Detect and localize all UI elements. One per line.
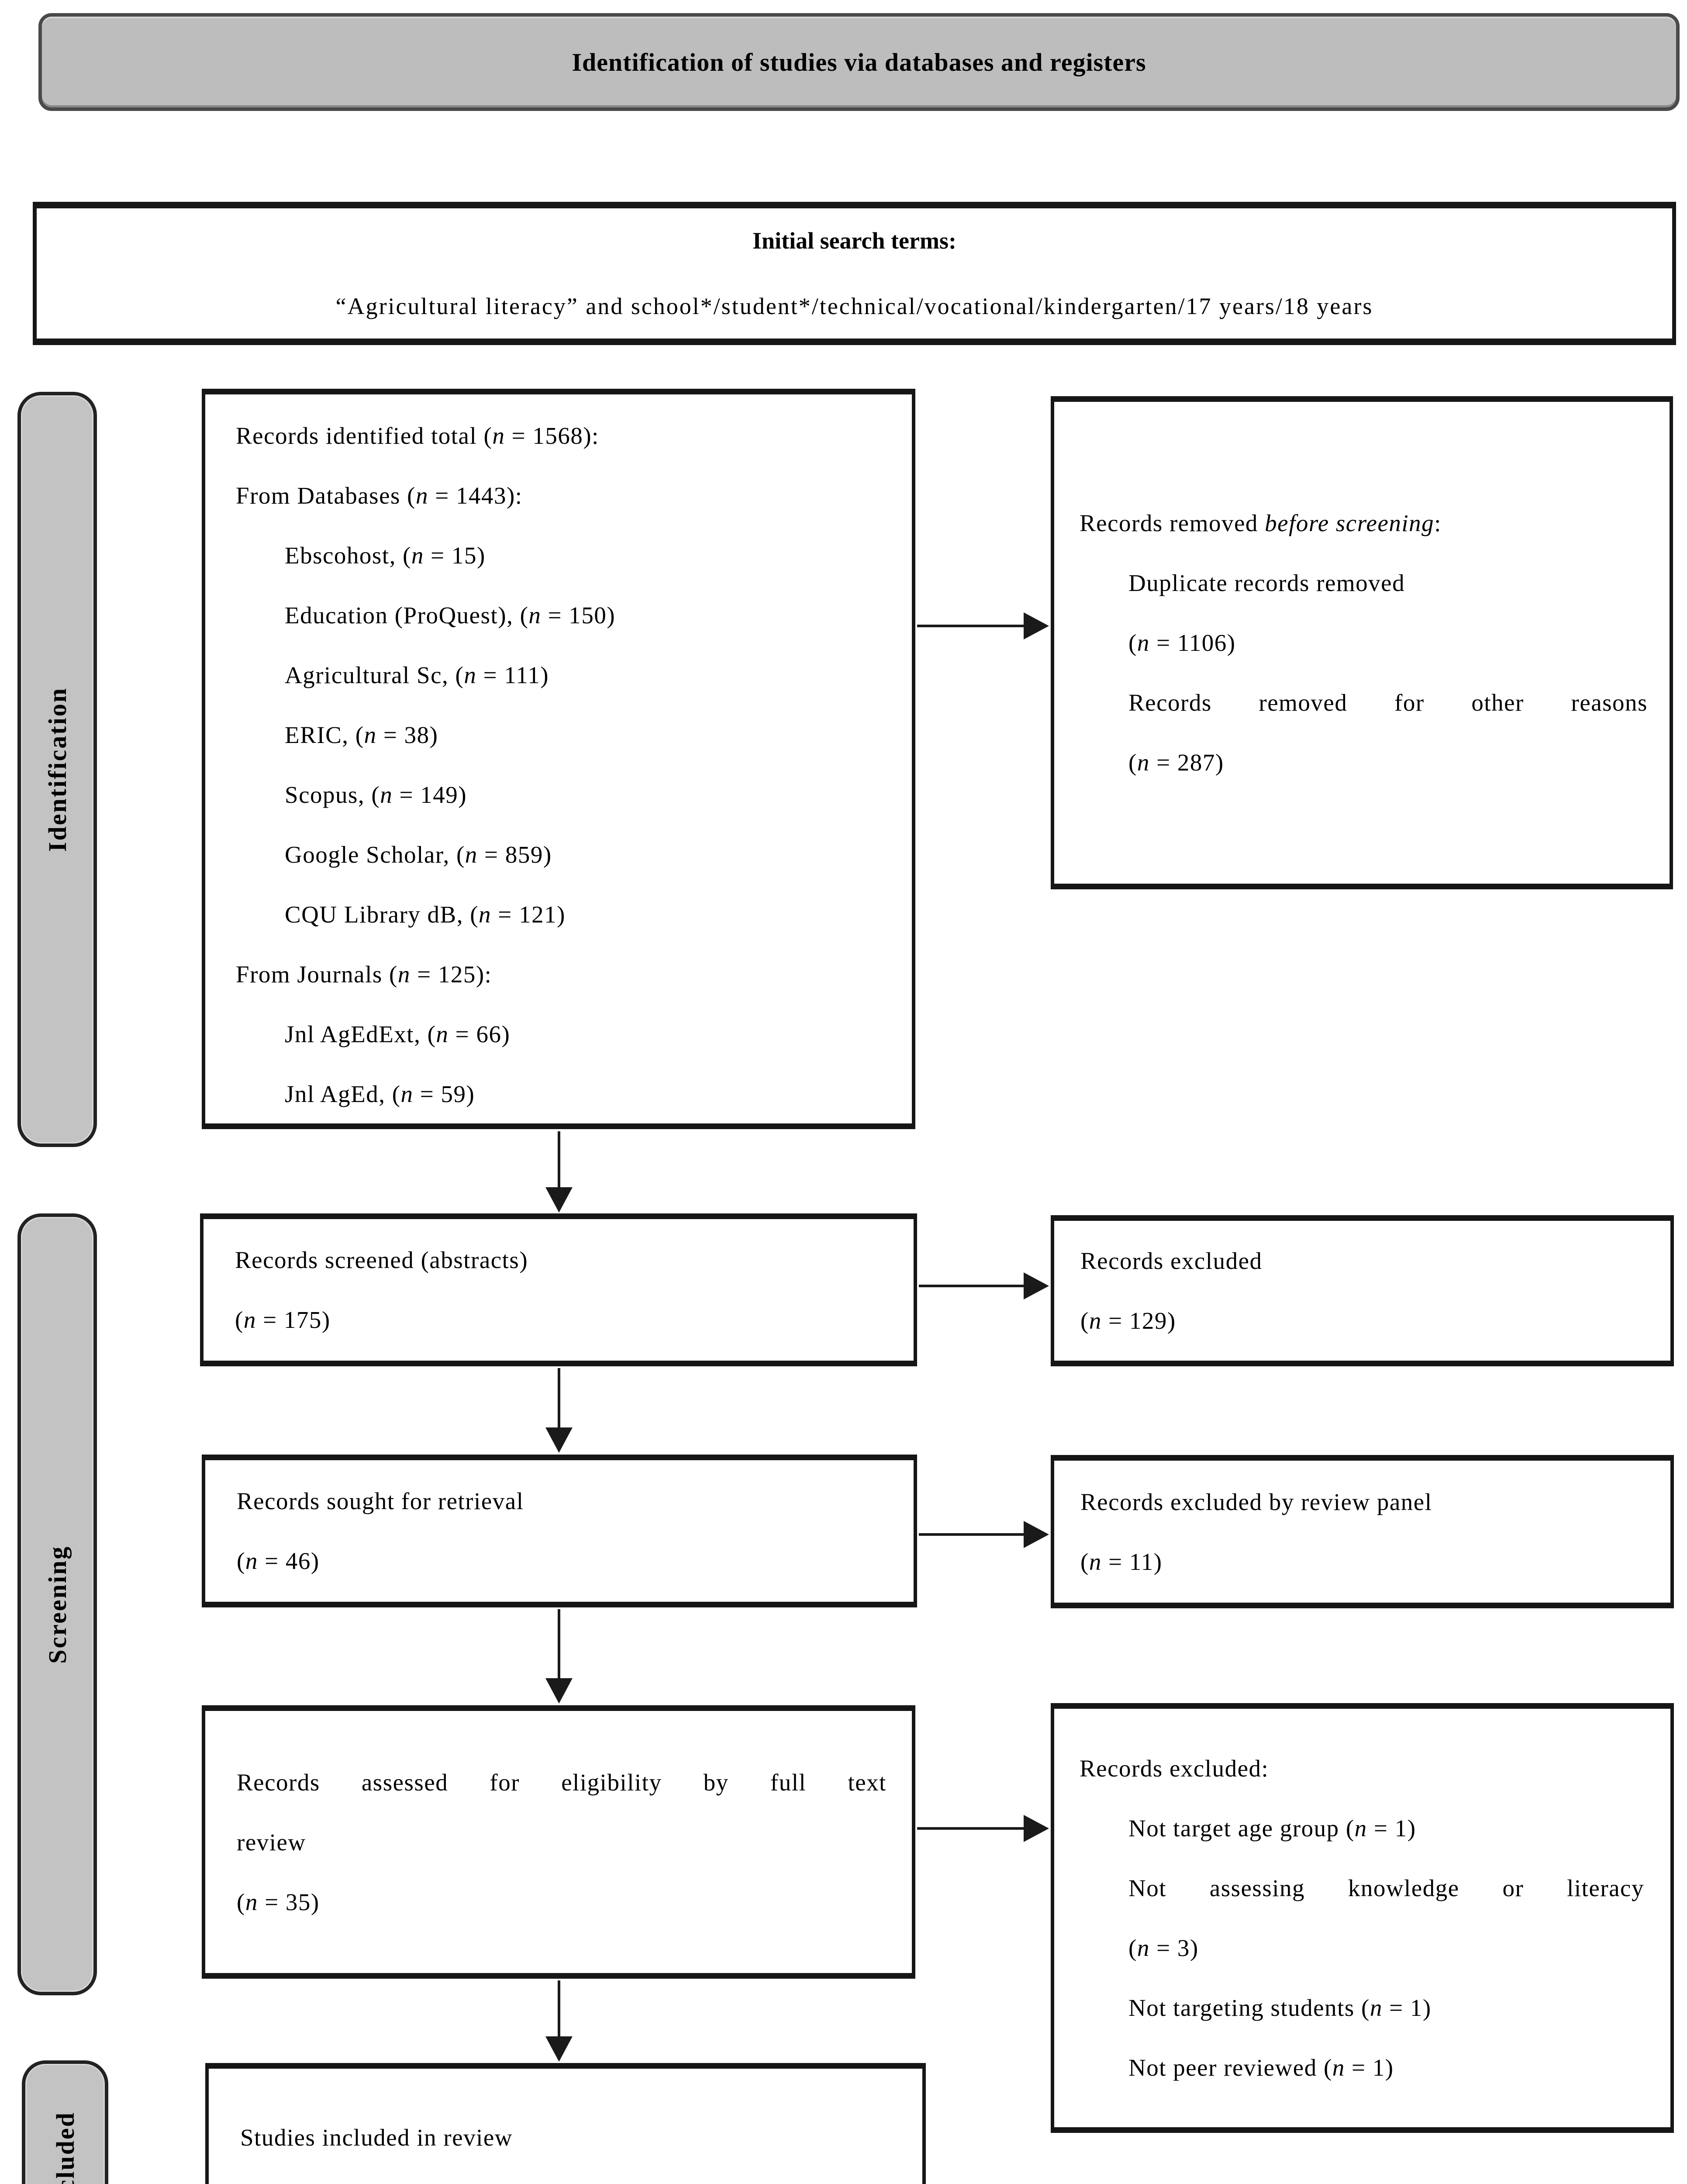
flow-arrow-eligibility-to-excluded-line: [917, 1827, 1025, 1830]
box-line: ERIC, (n = 38): [285, 722, 438, 748]
box-line: (n = 46): [237, 1548, 320, 1574]
box-records-removed-content: Records removed before screening: Duplica…: [1080, 493, 1648, 792]
box-records-screened-content: Records screened (abstracts) (n = 175): [235, 1230, 914, 1350]
diagram-title: Identification of studies via databases …: [572, 48, 1146, 76]
box-line: Agricultural Sc, (n = 111): [285, 662, 549, 688]
box-line: From Journals (n = 125):: [236, 961, 492, 988]
box-line: Not targeting students (n = 1): [1128, 1994, 1432, 2021]
box-line: (n = 29): [240, 2167, 922, 2184]
box-line: Records identified total (n = 1568):: [236, 422, 599, 449]
box-records-sought-retrieval: Records sought for retrieval (n = 46): [202, 1455, 917, 1607]
flow-arrow-screened-to-excluded-head: [1024, 1272, 1049, 1299]
box-line: (n = 35): [237, 1888, 320, 1915]
diagram-title-banner: Identification of studies via databases …: [38, 13, 1680, 111]
box-line: Ebscohost, (n = 15): [285, 542, 486, 569]
initial-search-terms-box: Initial search terms: “Agricultural lite…: [33, 202, 1676, 345]
box-records-excluded-fulltext: Records excluded: Not target age group (n…: [1051, 1703, 1674, 2133]
box-records-screened: Records screened (abstracts) (n = 175): [200, 1213, 917, 1366]
flow-arrow-identified-to-removed-line: [917, 625, 1025, 627]
box-line: CQU Library dB, (n = 121): [285, 901, 566, 928]
box-records-excluded-screening-content: Records excluded (n = 129): [1080, 1231, 1670, 1351]
flow-arrow-retrieval-to-panel-line: [919, 1533, 1025, 1536]
box-records-identified: Records identified total (n = 1568): From…: [202, 389, 915, 1129]
box-line: Google Scholar, (n = 859): [285, 841, 552, 868]
box-line: (n = 1106): [1128, 629, 1236, 656]
search-terms-text: “Agricultural literacy” and school*/stud…: [335, 293, 1373, 319]
box-line: (n = 175): [235, 1306, 331, 1333]
stage-bar-screening: Screening: [17, 1213, 97, 1995]
flow-arrow-eligibility-to-included-line: [558, 1980, 560, 2037]
box-studies-included-content: Studies included in review (n = 29): [240, 2108, 922, 2184]
stage-label-included: Included: [51, 2111, 79, 2184]
box-records-excluded-panel-content: Records excluded by review panel (n = 11): [1080, 1472, 1670, 1592]
stage-bar-included: Included: [22, 2060, 108, 2184]
flow-arrow-screened-to-retrieval-head: [545, 1427, 573, 1453]
box-line: review: [237, 1828, 306, 1856]
box-line: Records excluded by review panel: [1080, 1488, 1432, 1515]
box-records-removed-before-screening: Records removed before screening: Duplica…: [1051, 396, 1673, 889]
box-line: From Databases (n = 1443):: [236, 482, 523, 509]
box-line: (n = 287): [1128, 749, 1224, 776]
box-records-identified-content: Records identified total (n = 1568): From…: [236, 406, 888, 1124]
box-line: (n = 11): [1080, 1548, 1163, 1575]
box-line: Records removed before screening:: [1080, 510, 1442, 536]
box-records-excluded-panel: Records excluded by review panel (n = 11): [1051, 1455, 1674, 1608]
box-line: (n = 129): [1080, 1307, 1176, 1334]
flow-arrow-retrieval-to-eligibility-head: [545, 1678, 573, 1704]
flow-arrow-retrieval-to-eligibility-line: [558, 1609, 560, 1679]
box-line: Not peer reviewed (n = 1): [1128, 2054, 1394, 2081]
flow-arrow-screened-to-retrieval-line: [558, 1368, 560, 1428]
box-studies-included: Studies included in review (n = 29): [205, 2063, 926, 2184]
box-records-excluded-fulltext-content: Records excluded: Not target age group (n…: [1080, 1738, 1644, 2098]
box-line: (n = 3): [1128, 1935, 1199, 1961]
box-line: Scopus, (n = 149): [285, 781, 467, 808]
stage-bar-identification: Identification: [17, 392, 97, 1147]
box-line: Records sought for retrieval: [237, 1488, 524, 1514]
stage-label-screening: Screening: [43, 1545, 72, 1664]
flow-arrow-eligibility-to-excluded-head: [1024, 1815, 1049, 1842]
box-line: Not target age group (n = 1): [1128, 1815, 1416, 1842]
flow-arrow-identified-to-screened-head: [545, 1187, 573, 1213]
box-records-sought-retrieval-content: Records sought for retrieval (n = 46): [237, 1471, 914, 1591]
box-line: Jnl AgEd, (n = 59): [285, 1081, 475, 1107]
box-line: Records excluded: [1080, 1248, 1263, 1274]
search-terms-title: Initial search terms:: [752, 228, 956, 254]
flow-arrow-screened-to-excluded-line: [919, 1285, 1025, 1287]
box-line: Records excluded:: [1080, 1755, 1269, 1782]
flow-arrow-retrieval-to-panel-head: [1024, 1521, 1049, 1548]
box-line: Duplicate records removed: [1128, 570, 1405, 596]
box-line: Jnl AgEdExt, (n = 66): [285, 1021, 511, 1047]
box-line: Studies included in review: [240, 2124, 513, 2151]
box-line: Education (ProQuest), (n = 150): [285, 602, 616, 629]
box-line: Records screened (abstracts): [235, 1247, 528, 1273]
flow-arrow-identified-to-removed-head: [1024, 612, 1049, 639]
flow-arrow-identified-to-screened-line: [558, 1131, 560, 1188]
box-records-excluded-screening: Records excluded (n = 129): [1051, 1215, 1674, 1366]
stage-label-identification: Identification: [43, 687, 72, 852]
flow-arrow-eligibility-to-included-head: [545, 2036, 573, 2062]
